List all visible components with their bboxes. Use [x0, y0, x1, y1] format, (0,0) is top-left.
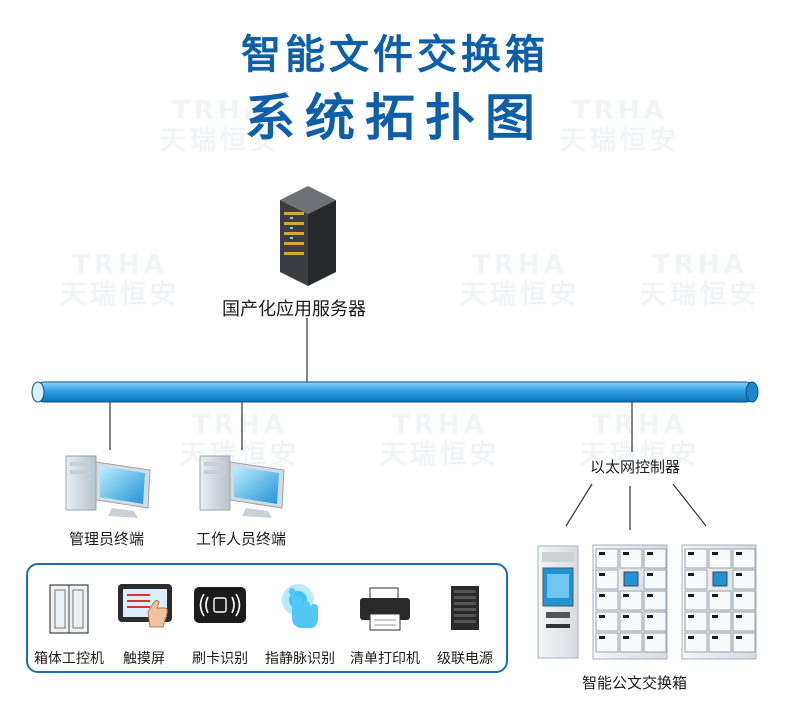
locker-indicator: [688, 594, 694, 597]
locker-indicator: [712, 636, 718, 639]
cabinet-screen: [623, 571, 639, 587]
locker-indicator: [623, 636, 629, 639]
terminal-label-admin: 管理员终端: [69, 530, 145, 548]
locker-indicator: [736, 573, 742, 576]
exchange-cabinet-icon: [592, 544, 668, 660]
locker-indicator: [688, 615, 694, 618]
cabinet-screen: [712, 571, 728, 587]
locker-door: [684, 590, 708, 611]
locker-indicator: [599, 573, 605, 576]
admin-terminal-icon: [65, 455, 151, 518]
locker-indicator: [712, 615, 718, 618]
component-label: 刷卡识别: [192, 651, 248, 667]
network-bus: [31, 381, 759, 403]
locker-door: [708, 632, 732, 653]
locker-door: [619, 548, 643, 569]
locker-door: [708, 611, 732, 632]
locker-door: [684, 548, 708, 569]
locker-door: [732, 611, 756, 632]
locker-indicator: [599, 552, 605, 555]
locker-indicator: [623, 594, 629, 597]
locker-door: [732, 590, 756, 611]
component-panel: [26, 563, 508, 673]
locker-indicator: [736, 636, 742, 639]
locker-indicator: [599, 594, 605, 597]
locker-indicator: [736, 594, 742, 597]
locker-door: [732, 548, 756, 569]
locker-door: [643, 569, 667, 590]
controller-label: 以太网控制器: [590, 458, 681, 476]
locker-door: [595, 548, 619, 569]
locker-indicator: [647, 573, 653, 576]
cabinet-label: 智能公文交换箱: [582, 674, 688, 692]
exchange-cabinet-icon: [681, 544, 757, 660]
locker-indicator: [736, 615, 742, 618]
locker-door: [732, 569, 756, 590]
connection-lines: [109, 318, 707, 530]
server-rack-icon: [280, 186, 336, 286]
locker-door: [684, 569, 708, 590]
kiosk-icon: [537, 545, 579, 659]
locker-indicator: [647, 552, 653, 555]
locker-indicator: [736, 552, 742, 555]
locker-indicator: [647, 594, 653, 597]
locker-door: [619, 590, 643, 611]
locker-door: [684, 632, 708, 653]
component-label: 清单打印机: [350, 651, 420, 667]
locker-indicator: [688, 552, 694, 555]
locker-door: [684, 611, 708, 632]
component-label: 触摸屏: [123, 651, 165, 667]
locker-door: [708, 548, 732, 569]
locker-door: [595, 611, 619, 632]
locker-door: [619, 632, 643, 653]
locker-door: [708, 590, 732, 611]
locker-indicator: [688, 636, 694, 639]
locker-indicator: [647, 636, 653, 639]
component-label: 指静脉识别: [265, 651, 335, 667]
locker-door: [643, 611, 667, 632]
locker-door: [595, 632, 619, 653]
component-label: 级联电源: [437, 651, 493, 667]
locker-door: [595, 569, 619, 590]
locker-indicator: [599, 615, 605, 618]
locker-door: [619, 611, 643, 632]
server-label: 国产化应用服务器: [222, 299, 366, 320]
locker-indicator: [623, 615, 629, 618]
component-label: 箱体工控机: [34, 651, 104, 667]
locker-door: [643, 548, 667, 569]
locker-indicator: [712, 594, 718, 597]
locker-door: [595, 590, 619, 611]
locker-door: [643, 590, 667, 611]
locker-indicator: [647, 615, 653, 618]
terminal-label-staff: 工作人员终端: [196, 530, 287, 548]
locker-indicator: [599, 636, 605, 639]
locker-indicator: [688, 573, 694, 576]
locker-door: [643, 632, 667, 653]
page-subtitle: 系统拓扑图: [245, 89, 545, 147]
locker-indicator: [712, 552, 718, 555]
staff-terminal-icon: [199, 455, 285, 518]
page-title: 智能文件交换箱: [241, 32, 549, 78]
locker-indicator: [623, 552, 629, 555]
locker-door: [732, 632, 756, 653]
